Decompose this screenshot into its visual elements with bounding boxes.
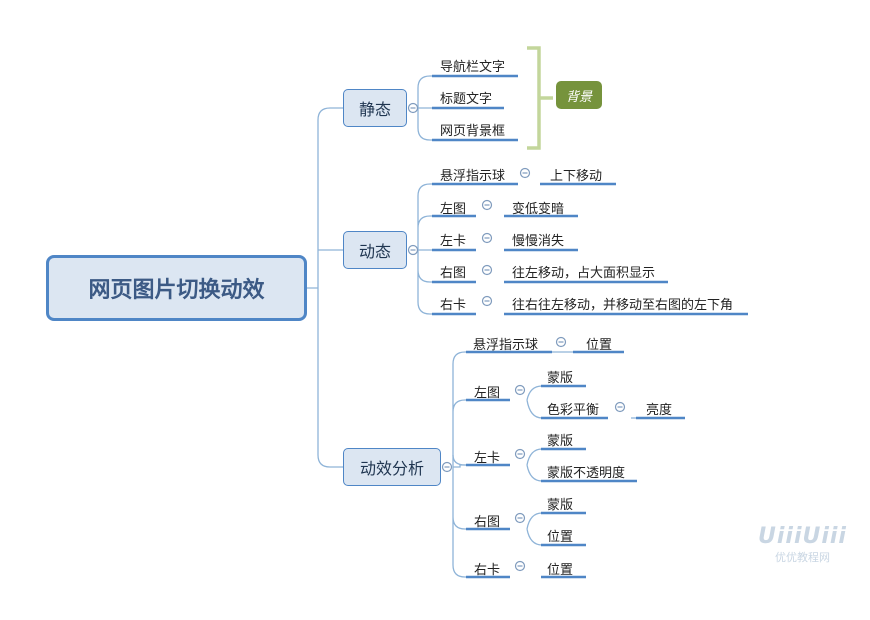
collapse-toggle-icon[interactable] <box>514 560 526 572</box>
detail-fade-out[interactable]: 慢慢消失 <box>512 234 565 249</box>
detail-move-up-down[interactable]: 上下移动 <box>550 169 603 184</box>
collapse-toggle-icon[interactable] <box>514 384 526 396</box>
collapse-toggle-icon[interactable] <box>481 264 493 276</box>
analysis-right-image[interactable]: 右图 <box>474 515 501 530</box>
collapse-toggle-icon[interactable] <box>514 512 526 524</box>
detail-lower-darker[interactable]: 变低变暗 <box>512 202 565 217</box>
topic-animation-analysis[interactable]: 动效分析 <box>343 448 441 486</box>
dynamic-connector <box>417 183 438 315</box>
analysis-mask-opacity[interactable]: 蒙版不透明度 <box>547 466 626 481</box>
subtopic-left-image[interactable]: 左图 <box>440 202 467 217</box>
topic-static[interactable]: 静态 <box>343 89 407 127</box>
detail-move-to-corner[interactable]: 往右往左移动，并移动至右图的左下角 <box>512 298 734 313</box>
analysis-left-card[interactable]: 左卡 <box>474 451 501 466</box>
subtopic-page-bg[interactable]: 网页背景框 <box>440 124 506 139</box>
subtopic-nav-text[interactable]: 导航栏文字 <box>440 60 506 75</box>
collapse-toggle-icon[interactable] <box>514 448 526 460</box>
analysis-position[interactable]: 位置 <box>547 563 574 578</box>
watermark-site-name: 优优教程网 <box>774 551 830 564</box>
collapse-toggle-icon[interactable] <box>481 199 493 211</box>
analysis-brightness[interactable]: 亮度 <box>646 403 673 418</box>
analysis-mask[interactable]: 蒙版 <box>547 371 574 386</box>
collapse-toggle-icon[interactable] <box>481 295 493 307</box>
watermark: UiiiUiii 优优教程网 <box>758 524 847 565</box>
collapse-toggle-icon[interactable] <box>614 401 626 413</box>
analysis-floating-ball[interactable]: 悬浮指示球 <box>473 338 539 353</box>
subtopic-left-card[interactable]: 左卡 <box>440 234 467 249</box>
analysis-position[interactable]: 位置 <box>586 338 613 353</box>
summary-bracket <box>527 46 553 150</box>
analysis-mask[interactable]: 蒙版 <box>547 434 574 449</box>
subtopic-right-card[interactable]: 右卡 <box>440 298 467 313</box>
summary-label-background[interactable]: 背景 <box>556 81 602 109</box>
subtopic-right-image[interactable]: 右图 <box>440 266 467 281</box>
analysis-color-balance[interactable]: 色彩平衡 <box>547 403 600 418</box>
topic-dynamic[interactable]: 动态 <box>343 231 407 269</box>
collapse-toggle-icon[interactable] <box>407 102 419 114</box>
analysis-right-card[interactable]: 右卡 <box>474 563 501 578</box>
collapse-toggle-icon[interactable] <box>441 461 453 473</box>
left-image-connector <box>526 385 543 419</box>
collapse-toggle-icon[interactable] <box>555 336 567 348</box>
subtopic-floating-ball[interactable]: 悬浮指示球 <box>440 169 506 184</box>
subtopic-title-text[interactable]: 标题文字 <box>440 92 493 107</box>
collapse-toggle-icon[interactable] <box>407 244 419 256</box>
analysis-position[interactable]: 位置 <box>547 530 574 545</box>
analysis-mask[interactable]: 蒙版 <box>547 498 574 513</box>
analysis-connector <box>452 351 472 578</box>
collapse-toggle-icon[interactable] <box>519 167 531 179</box>
left-card-connector <box>526 448 543 482</box>
detail-move-left-enlarge[interactable]: 往左移动，占大面积显示 <box>512 266 656 281</box>
root-connector <box>307 107 343 468</box>
watermark-logo: UiiiUiii <box>758 524 847 549</box>
root-topic[interactable]: 网页图片切换动效 <box>46 255 307 321</box>
analysis-left-image[interactable]: 左图 <box>474 386 501 401</box>
right-image-connector <box>526 512 543 546</box>
collapse-toggle-icon[interactable] <box>481 232 493 244</box>
